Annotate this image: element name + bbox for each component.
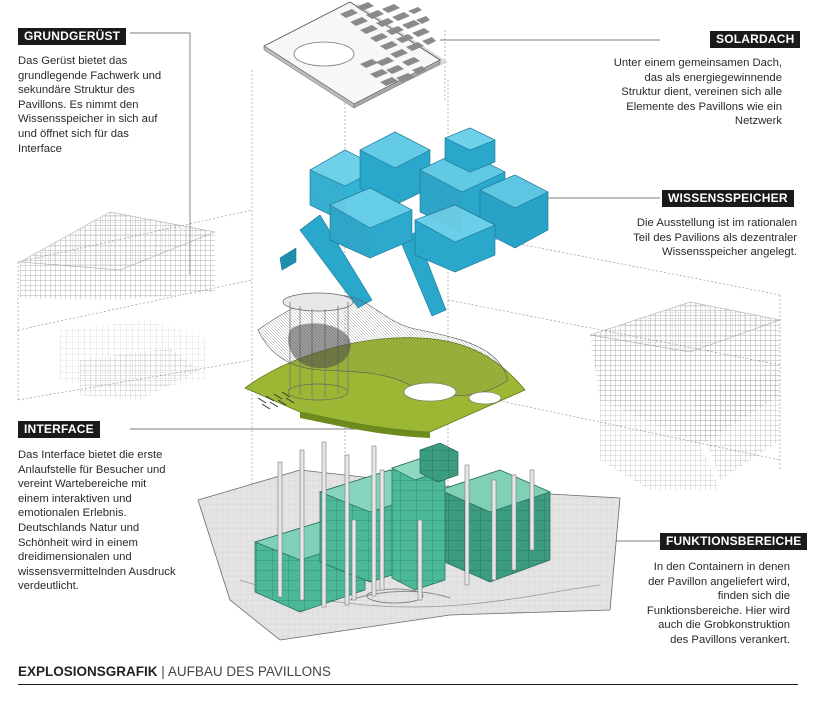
footer-main-title: EXPLOSIONSGRAFIK [18,664,158,679]
solar-roof [263,1,448,109]
structural-columns [277,441,535,608]
label-interface: INTERFACE [18,421,100,438]
footer-separator: | [161,664,165,679]
text-solardach: Unter einem gemeinsamen Dach, das als en… [613,57,782,128]
footer-rule [18,684,798,685]
text-grundgeruest: Das Gerüst bietet das grundlegende Fachw… [18,55,162,155]
footer-title: EXPLOSIONSGRAFIK | AUFBAU DES PAVILLONS [18,664,331,679]
text-interface: Das Interface bietet die erste Anlaufste… [18,449,176,593]
footer-subtitle: AUFBAU DES PAVILLONS [167,664,331,679]
interface-platform [244,292,526,438]
text-wissensspeicher: Die Ausstellung ist im rationalen Teil d… [633,217,797,259]
label-solardach: SOLARDACH [710,31,801,48]
grid-structure-left [19,211,216,400]
label-grundgeruest: GRUNDGERÜST [18,28,127,45]
knowledge-storage-blocks [279,127,549,317]
text-funktionsbereiche: In den Containern in denen der Pavillon … [646,561,790,646]
label-wissensspeicher: WISSENSSPEICHER [662,190,794,207]
grid-structure-right [589,301,781,490]
label-funktionsbereiche: FUNKTIONSBEREICHE [660,533,808,550]
